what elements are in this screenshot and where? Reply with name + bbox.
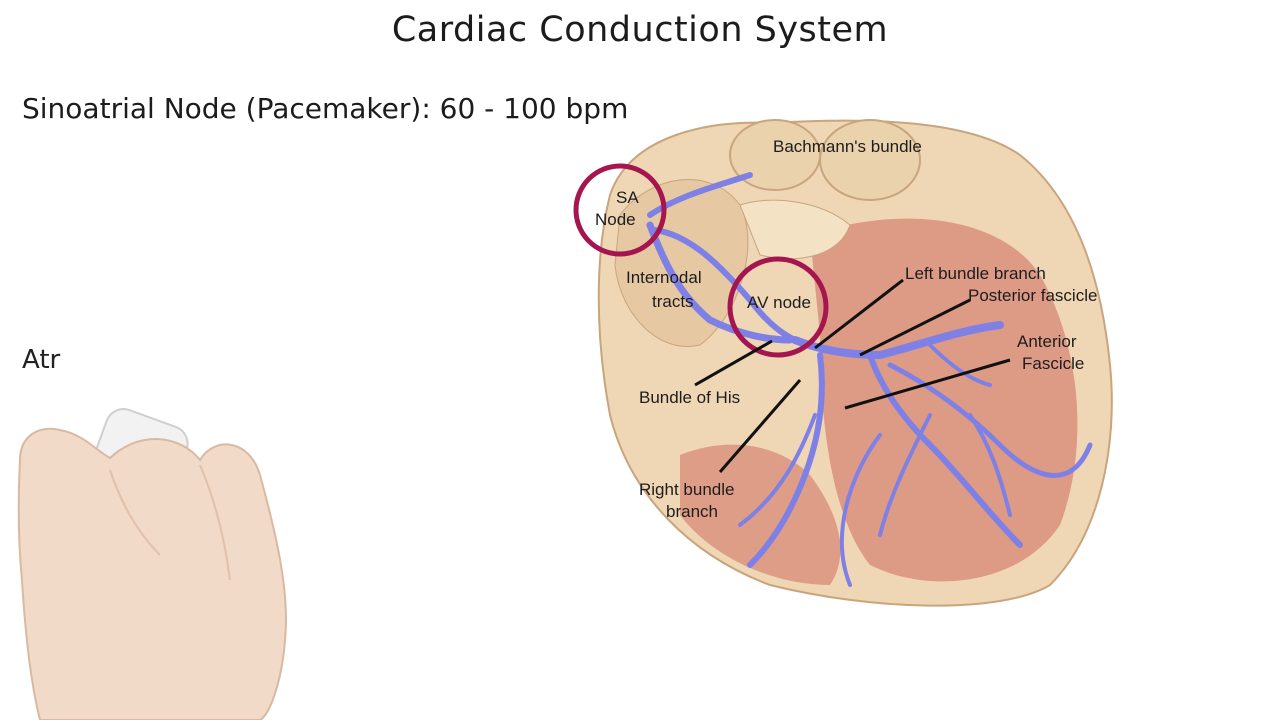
label-anterior-1: Anterior [1017,332,1077,351]
label-av-node: AV node [747,293,811,312]
partial-text-line: Atr [22,345,61,375]
atrium-area [614,179,749,347]
leader-lines [694,278,1011,473]
label-bundle-of-his: Bundle of His [639,388,740,407]
label-internodal-2: tracts [652,292,694,311]
conduction-pathways [646,172,1093,587]
label-internodal-1: Internodal [626,268,702,287]
label-right-bundle-2: branch [666,502,718,521]
label-right-bundle-1: Right bundle [639,480,734,499]
page-title: Cardiac Conduction System [391,10,889,50]
label-anterior-2: Fascicle [1022,354,1084,373]
heart-conduction-diagram: Bachmann's bundle SA Node Internodal tra… [570,115,1130,615]
av-node-highlight-circle [727,256,829,358]
sa-node-rate-text: Sinoatrial Node (Pacemaker): 60 - 100 bp… [22,92,629,125]
label-sa-node-2: Node [595,210,636,229]
label-left-bundle-branch: Left bundle branch [905,264,1046,283]
hand-shape [17,427,287,721]
sa-node-highlight-circle [573,163,667,257]
hand-with-marker-illustration [0,380,310,721]
label-sa-node-1: SA [616,188,639,207]
label-bachmanns-bundle: Bachmann's bundle [773,137,922,156]
pulmonary-vessel [819,119,921,201]
label-posterior-fascicle: Posterior fascicle [968,286,1097,305]
